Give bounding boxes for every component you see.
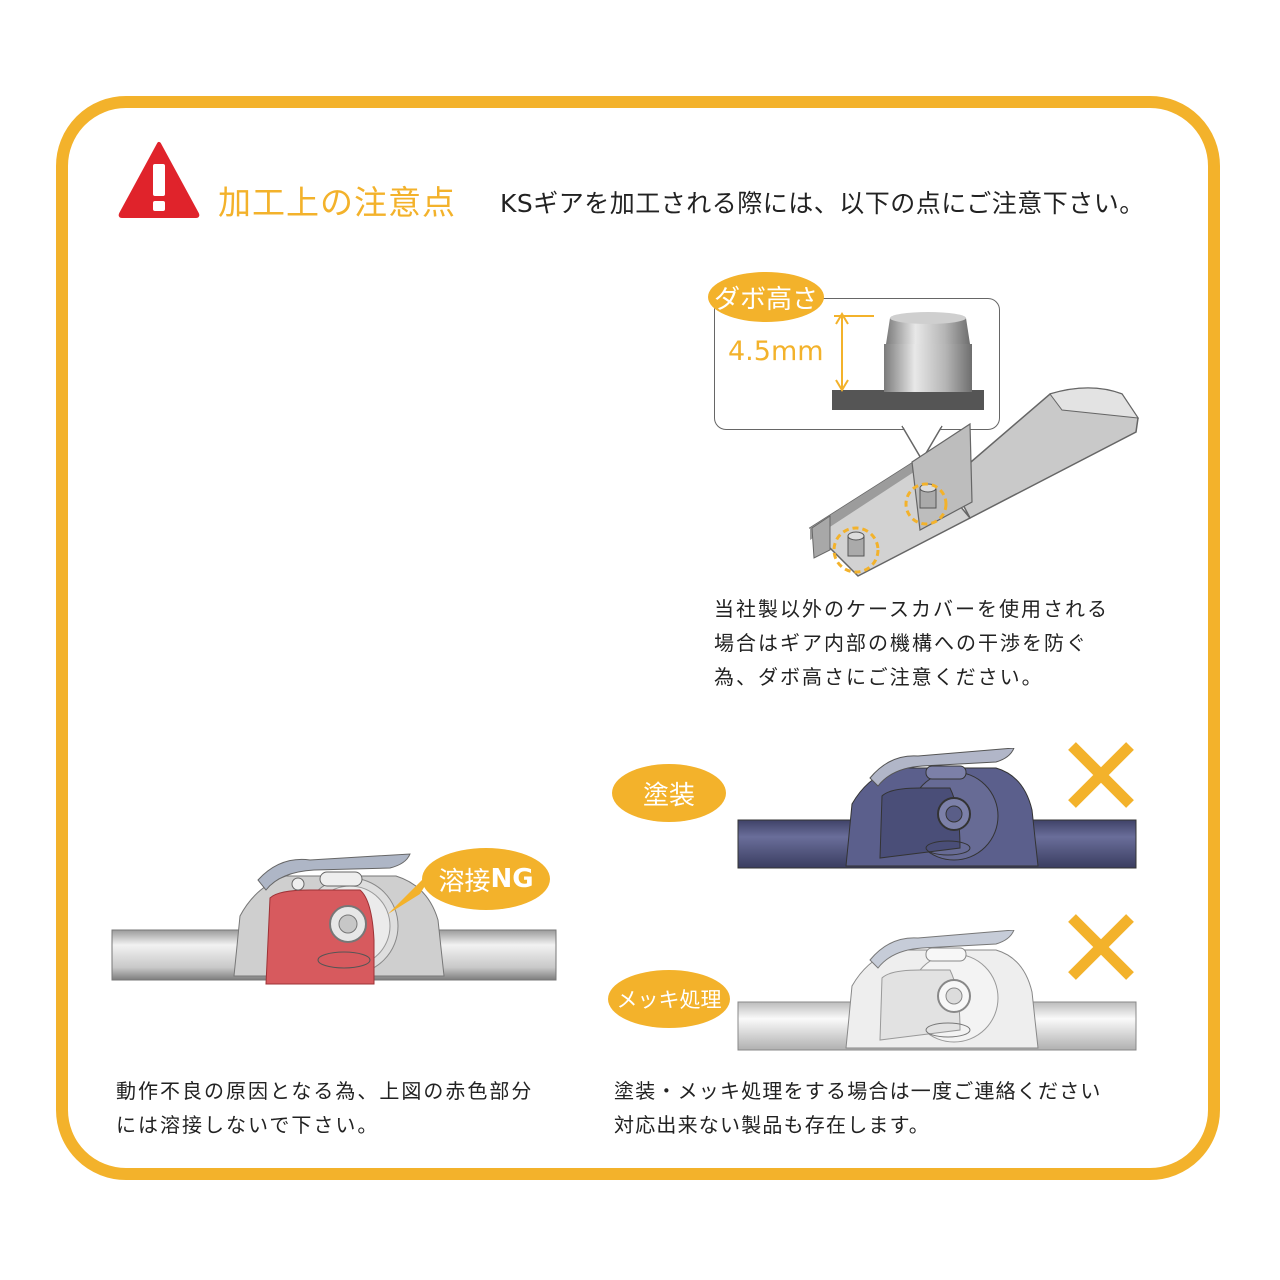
- weld-gear-illustration: [111, 853, 557, 985]
- coating-caption: 塗装・メッキ処理をする場合は一度ご連絡ください 対応出来ない製品も存在します。: [614, 1074, 1102, 1142]
- dowel-height-value: 4.5mm: [728, 336, 824, 367]
- weld-caption-line: 動作不良の原因となる為、上図の赤色部分: [116, 1079, 534, 1103]
- page-title: 加工上の注意点: [218, 183, 456, 222]
- painted-gear-illustration: [737, 748, 1137, 869]
- warning-triangle-icon: [118, 142, 200, 218]
- dowel-label: ダボ高さ: [708, 272, 824, 322]
- case-cover-illustration: [808, 387, 1140, 577]
- dowel-caption-line: 当社製以外のケースカバーを使用される: [714, 597, 1109, 621]
- coating-caption-line: 塗装・メッキ処理をする場合は一度ご連絡ください: [614, 1079, 1102, 1103]
- weld-caption-line: には溶接しないで下さい。: [116, 1113, 380, 1137]
- dowel-closeup: [832, 312, 984, 410]
- cross-icon: [1068, 742, 1134, 808]
- plating-label: メッキ処理: [608, 970, 730, 1028]
- dowel-caption-line: 為、ダボ高さにご注意ください。: [714, 665, 1044, 689]
- dowel-caption-line: 場合はギア内部の機構への干渉を防ぐ: [714, 631, 1088, 655]
- weld-label-ng: NG: [490, 864, 534, 894]
- coating-caption-line: 対応出来ない製品も存在します。: [614, 1113, 930, 1137]
- paint-label: 塗装: [612, 764, 726, 822]
- cross-icon: [1068, 914, 1134, 980]
- weld-label-prefix: 溶接: [438, 866, 491, 897]
- weld-caption: 動作不良の原因となる為、上図の赤色部分 には溶接しないで下さい。: [116, 1074, 533, 1142]
- dowel-caption: 当社製以外のケースカバーを使用される 場合はギア内部の機構への干渉を防ぐ 為、ダ…: [714, 592, 1109, 694]
- intro-text: KSギアを加工される際には、以下の点にご注意下さい。: [500, 189, 1145, 218]
- plated-gear-illustration: [737, 930, 1137, 1051]
